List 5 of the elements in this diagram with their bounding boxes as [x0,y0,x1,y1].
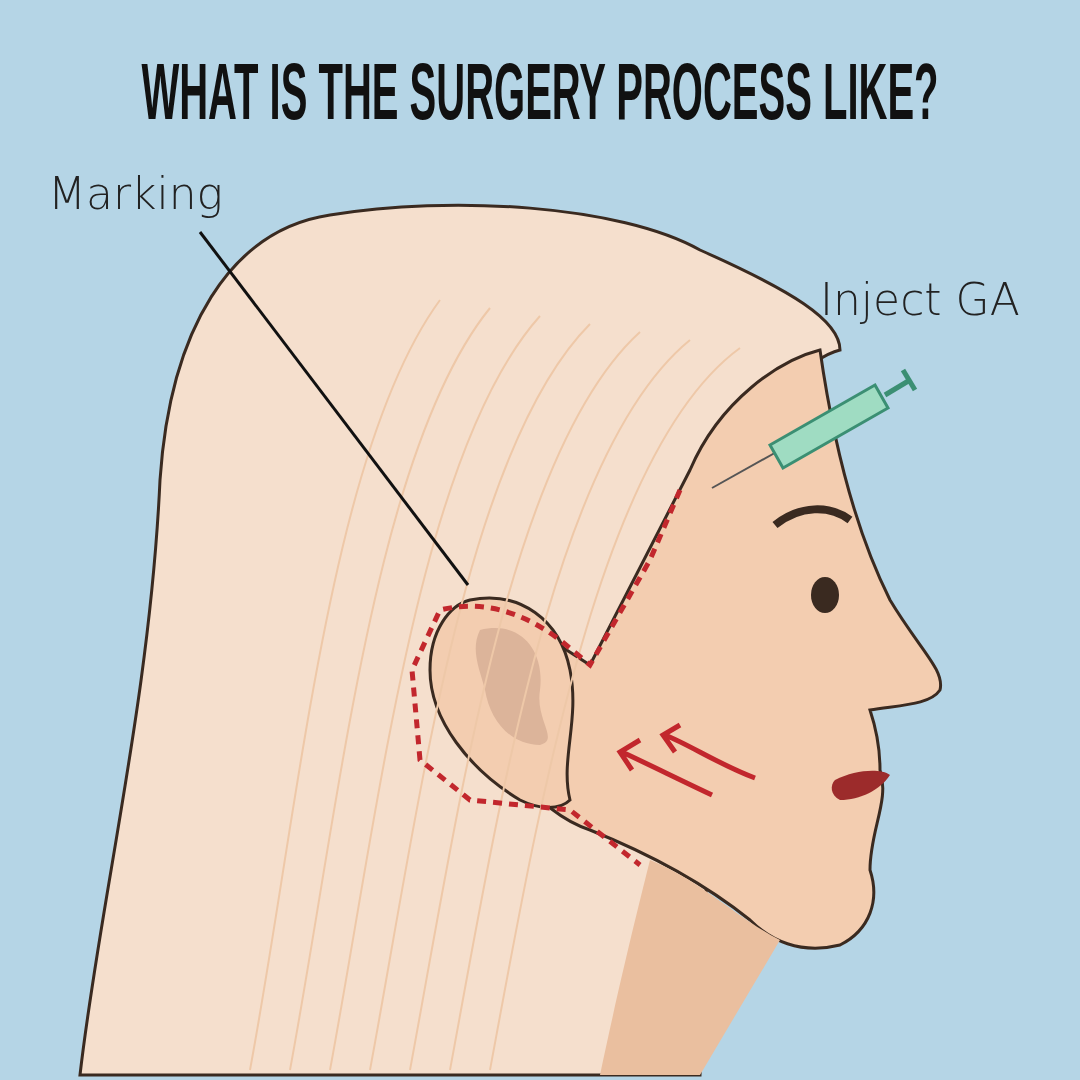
incision-line [409,489,683,867]
callout-label: Marking [48,170,223,219]
title: WHAT IS THE SURGERY PROCESS LIKE? [141,52,939,132]
callout-label: Inject GA [820,276,1020,325]
leader-line [198,231,470,586]
